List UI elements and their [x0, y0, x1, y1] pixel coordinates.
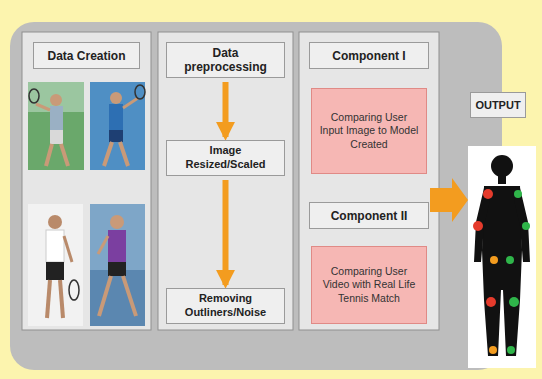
panel	[158, 32, 293, 330]
tennis-photo	[28, 82, 84, 170]
section-header: Component I	[309, 42, 429, 69]
block-arrow	[430, 178, 468, 222]
process-box: Removing Outliners/Noise	[166, 288, 285, 324]
section-header: Data Creation	[33, 42, 140, 69]
outer-frame	[10, 22, 502, 370]
node-text: Component I	[332, 49, 405, 63]
tennis-photo	[90, 82, 145, 170]
panel	[299, 32, 439, 330]
tennis-photo	[90, 204, 145, 326]
flow-arrow	[223, 180, 229, 285]
section-header: Component II	[309, 202, 429, 229]
output-label: OUTPUT	[470, 92, 526, 118]
component-box: Comparing User Video with Real Life Tenn…	[311, 246, 427, 324]
node-text: Component II	[331, 209, 408, 223]
body-figure	[468, 146, 536, 368]
node-text: Comparing User Input Image to Model Crea…	[318, 111, 420, 152]
component-box: Comparing User Input Image to Model Crea…	[311, 88, 427, 174]
node-text: OUTPUT	[475, 99, 520, 111]
node-text: Data preprocessing	[171, 46, 280, 74]
panel	[22, 32, 151, 330]
section-header: Data preprocessing	[166, 42, 285, 78]
node-text: Comparing User Video with Real Life Tenn…	[318, 265, 420, 306]
node-text: Data Creation	[47, 49, 125, 63]
flow-arrow	[223, 82, 229, 137]
node-text: Removing Outliners/Noise	[171, 292, 280, 320]
tennis-photo	[28, 204, 83, 326]
process-box: Image Resized/Scaled	[166, 140, 285, 176]
node-text: Image Resized/Scaled	[171, 144, 280, 172]
